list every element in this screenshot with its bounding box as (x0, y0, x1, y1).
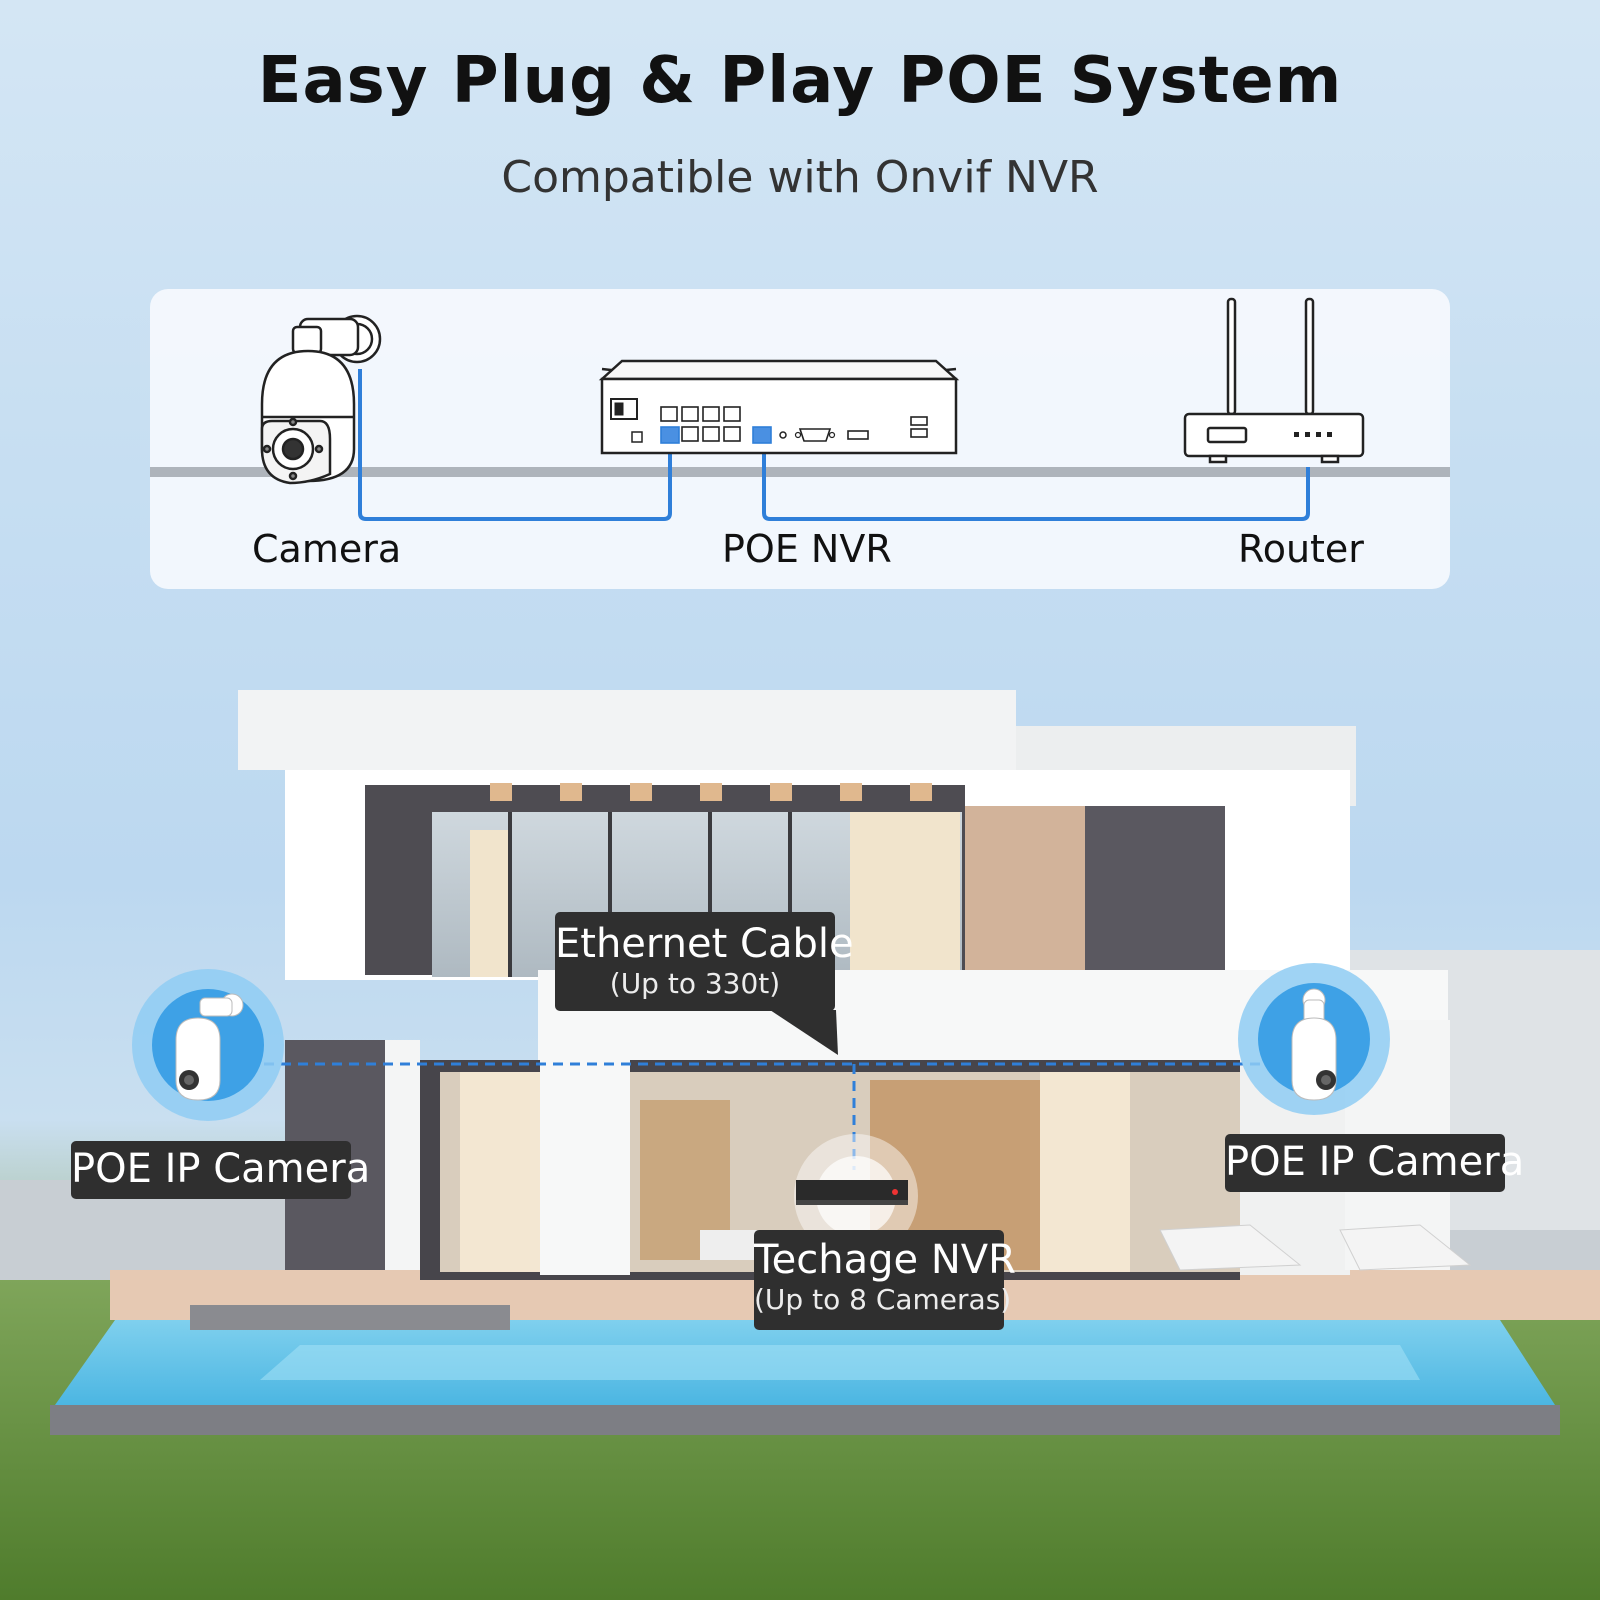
camera-to-nvr-cable (358, 369, 672, 521)
pool-rim (50, 1405, 1560, 1435)
roof-beams (490, 783, 932, 801)
right-camera-tag: POE IP Camera (1225, 1134, 1525, 1192)
dark-wall (1085, 806, 1225, 986)
pool-step (190, 1305, 510, 1330)
poe-nvr-icon (598, 359, 960, 455)
pool-highlight (260, 1345, 1420, 1380)
lounge-chairs (1159, 1224, 1472, 1271)
upper-curtains (470, 812, 960, 977)
ethernet-cable-tag: Ethernet Cable (Up to 330t) (555, 912, 854, 1011)
router-label: Router (1238, 527, 1364, 571)
page-subtitle: Compatible with Onvif NVR (501, 152, 1099, 203)
ptz-camera-icon (260, 314, 382, 485)
wood-wall (965, 806, 1085, 976)
nvr-to-router-cable (762, 434, 1310, 521)
poe-nvr-label: POE NVR (722, 527, 892, 571)
right-camera-badge (1238, 963, 1390, 1115)
camera-label: Camera (252, 527, 402, 571)
techage-nvr-icon (794, 1134, 918, 1258)
router-status-dots (1294, 432, 1332, 437)
left-pillar (380, 1040, 420, 1270)
left-camera-label: POE IP Camera (71, 1146, 371, 1192)
techage-nvr-title: Techage NVR (754, 1237, 1016, 1283)
techage-nvr-note: (Up to 8 Cameras) (754, 1283, 1012, 1316)
house-scene (0, 690, 1600, 1600)
techage-nvr-tag: Techage NVR (Up to 8 Cameras) (754, 1230, 1016, 1330)
shelf-line (150, 467, 1450, 477)
left-camera-tag: POE IP Camera (71, 1141, 371, 1199)
page-title: Easy Plug & Play POE System (257, 44, 1343, 118)
ethernet-dashed-lines (230, 1062, 1312, 1170)
front-pillar (540, 1060, 630, 1275)
ethernet-cable-note: (Up to 330t) (609, 967, 781, 1000)
ethernet-cable-title: Ethernet Cable (555, 921, 854, 967)
right-camera-label: POE IP Camera (1225, 1139, 1525, 1185)
lower-curtains (460, 1072, 1130, 1272)
connection-diagram-panel: Camera POE NVR Router (150, 289, 1450, 589)
ethernet-tag-pointer (770, 1010, 838, 1055)
left-camera-badge (132, 969, 284, 1121)
upper-roof (238, 690, 1016, 770)
router-icon (1183, 297, 1365, 464)
